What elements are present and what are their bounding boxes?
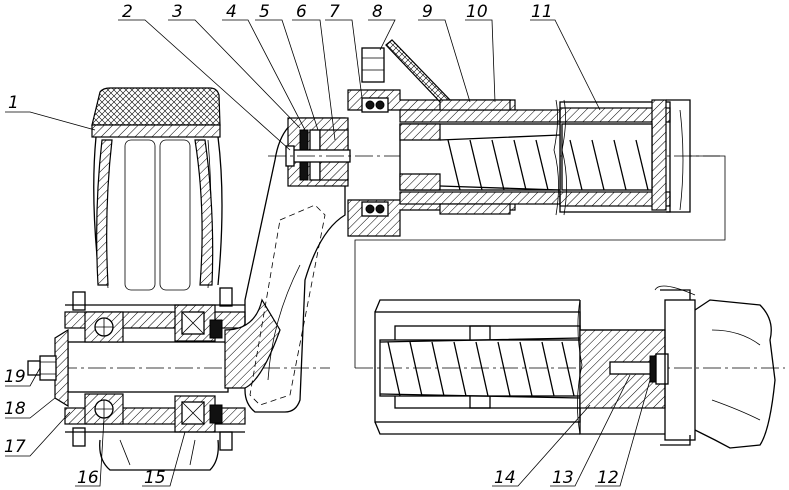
hidden-arm-outline xyxy=(249,204,326,406)
spoke-left xyxy=(124,139,156,291)
continuation-line xyxy=(354,155,726,368)
seal-lower xyxy=(361,201,389,217)
bearing-lower-left xyxy=(84,393,124,425)
callout-11: 11 xyxy=(531,2,553,22)
leader-lines xyxy=(5,19,651,487)
bearing-lower-right xyxy=(174,395,223,433)
callout-9: 9 xyxy=(422,2,433,22)
wheel-assembly xyxy=(27,87,330,471)
callout-16: 16 xyxy=(77,468,99,488)
rim-band xyxy=(91,124,221,138)
callout-13: 13 xyxy=(552,468,574,488)
callout-8: 8 xyxy=(372,2,383,22)
cylinder-assembly-bottom xyxy=(355,285,785,449)
axle-shaft xyxy=(67,341,229,393)
axle-nut xyxy=(39,355,57,381)
callout-14: 14 xyxy=(494,468,516,488)
end-housing xyxy=(664,299,696,441)
callout-labels: 2 3 4 5 6 7 8 9 10 11 1 19 18 17 16 15 1… xyxy=(4,2,619,488)
callout-6: 6 xyxy=(296,2,307,22)
mount-bracket xyxy=(694,299,776,449)
callout-5: 5 xyxy=(259,2,270,22)
barrel-upper-wall xyxy=(399,109,561,123)
callout-2: 2 xyxy=(122,2,133,22)
callout-19: 19 xyxy=(4,367,26,387)
callout-10: 10 xyxy=(466,2,488,22)
end-cap xyxy=(54,328,69,408)
callout-3: 3 xyxy=(172,2,183,22)
callout-4: 4 xyxy=(226,2,237,22)
seal-upper xyxy=(361,97,389,113)
callout-1: 1 xyxy=(8,93,19,113)
helical-groove-top xyxy=(447,139,649,191)
barrel-lower-wall xyxy=(399,191,561,205)
fitting-bolt xyxy=(361,47,385,83)
bearing-upper-right xyxy=(174,304,223,342)
callout-17: 17 xyxy=(4,437,26,457)
helical-groove-bottom xyxy=(387,341,575,397)
tire xyxy=(91,87,221,126)
callout-15: 15 xyxy=(144,468,166,488)
callout-7: 7 xyxy=(329,2,340,22)
spoke-right xyxy=(159,139,191,291)
callout-12: 12 xyxy=(597,468,619,488)
callout-18: 18 xyxy=(4,399,26,419)
bearing-upper-left xyxy=(84,311,124,343)
cylinder-assembly-top xyxy=(268,39,720,237)
